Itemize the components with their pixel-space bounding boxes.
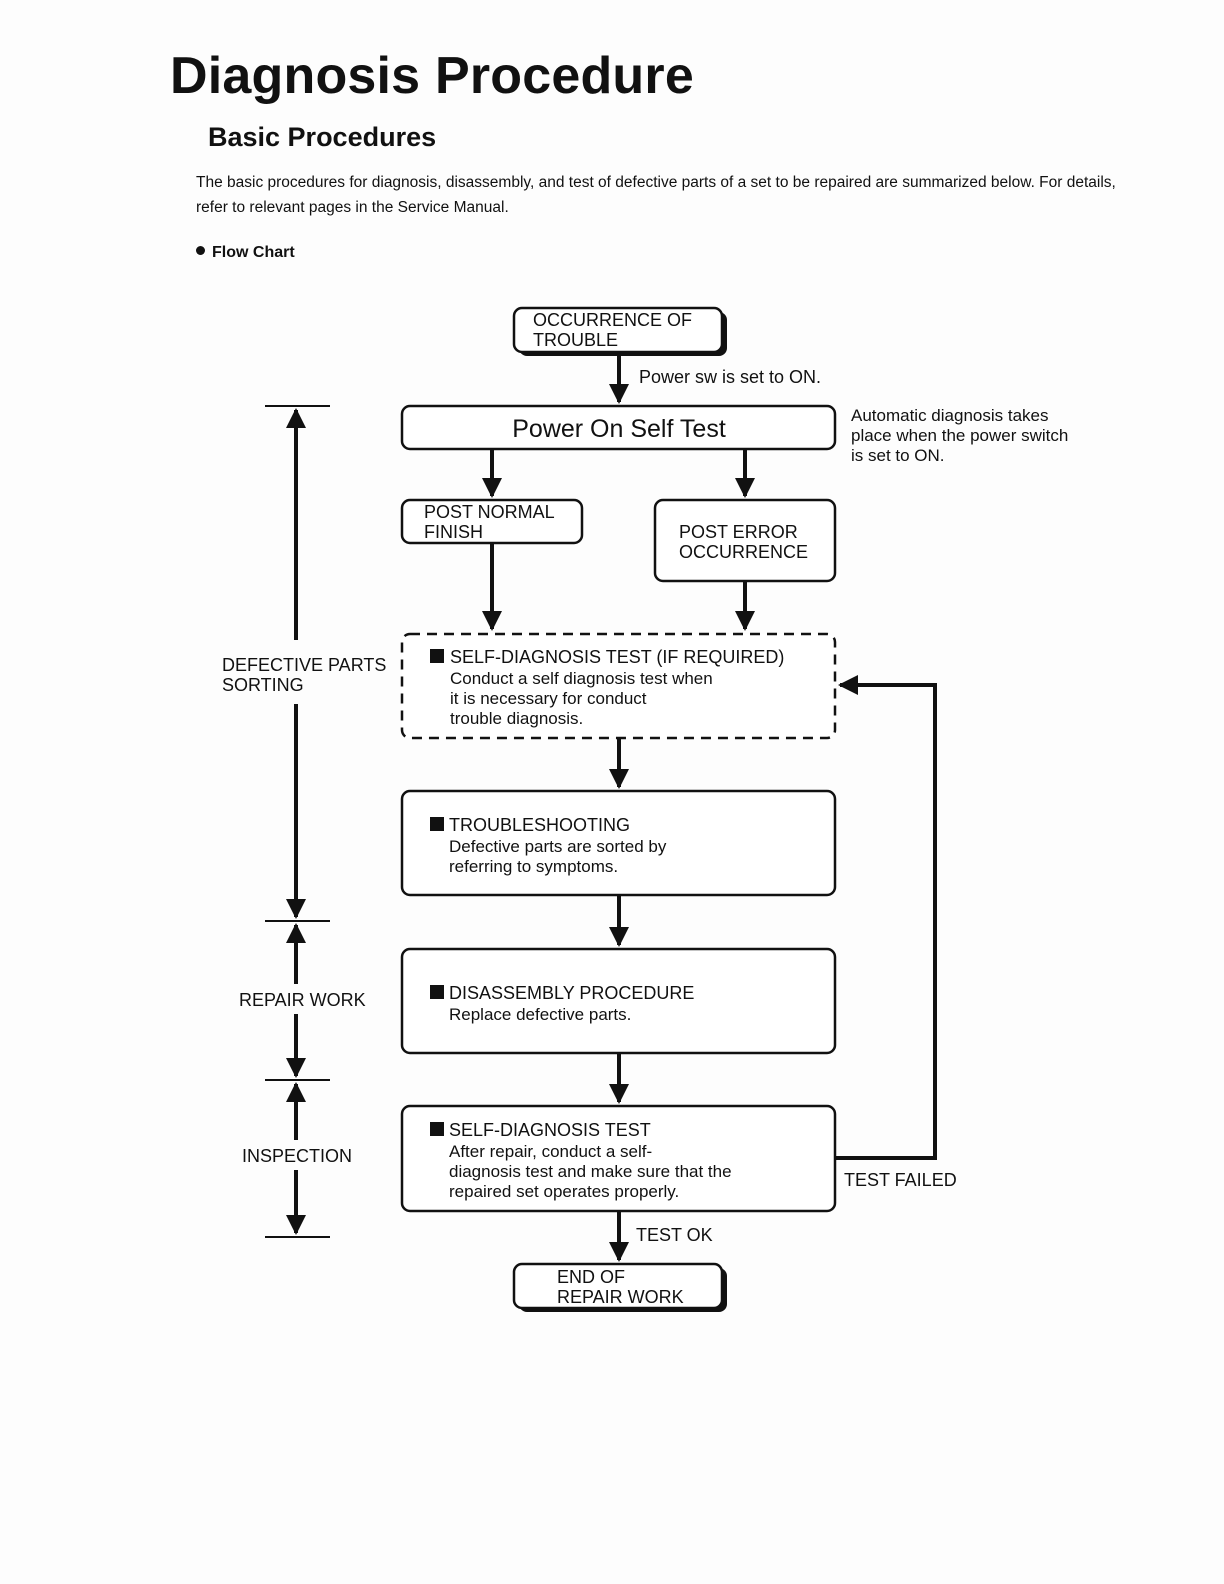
- post-label: Power On Self Test: [512, 415, 726, 443]
- post-normal-finish-node: POST NORMAL FINISH: [400, 498, 584, 545]
- phase-inspection-label: INSPECTION: [242, 1146, 352, 1166]
- test-failed-label: TEST FAILED: [844, 1170, 957, 1190]
- self-diagnosis-required-line-1: Conduct a self diagnosis test when: [450, 669, 713, 688]
- end-of-repair-work-node: END OF REPAIR WORK: [512, 1262, 727, 1312]
- self-diagnosis-test-line-1: After repair, conduct a self-: [449, 1142, 652, 1161]
- self-diagnosis-test-line-3: repaired set operates properly.: [449, 1182, 679, 1201]
- square-bullet-icon: [430, 649, 444, 663]
- phase-defective-line-1: DEFECTIVE PARTS: [222, 655, 386, 675]
- self-diagnosis-required-title: SELF-DIAGNOSIS TEST (IF REQUIRED): [450, 647, 784, 667]
- occurrence-line-2: TROUBLE: [533, 330, 618, 350]
- post-normal-line-2: FINISH: [424, 522, 483, 542]
- power-on-note: Power sw is set to ON.: [639, 367, 821, 387]
- occurrence-line-1: OCCURRENCE OF: [533, 310, 692, 330]
- flow-chart-heading: Flow Chart: [196, 244, 295, 262]
- end-line-1: END OF: [557, 1267, 625, 1287]
- post-error-line-1: POST ERROR: [679, 522, 798, 542]
- square-bullet-icon: [430, 985, 444, 999]
- test-ok-label: TEST OK: [636, 1225, 713, 1245]
- self-diagnosis-required-line-3: trouble diagnosis.: [450, 709, 583, 728]
- square-bullet-icon: [430, 1122, 444, 1136]
- post-error-line-2: OCCURRENCE: [679, 542, 808, 562]
- auto-note-line-2: place when the power switch: [851, 426, 1068, 445]
- post-normal-line-1: POST NORMAL: [424, 502, 555, 522]
- page-title: Diagnosis Procedure: [170, 47, 694, 105]
- disassembly-line-1: Replace defective parts.: [449, 1005, 631, 1024]
- post-node: Power On Self Test: [400, 404, 837, 451]
- phase-repair-label: REPAIR WORK: [239, 990, 366, 1010]
- troubleshooting-line-1: Defective parts are sorted by: [449, 837, 667, 856]
- square-bullet-icon: [430, 817, 444, 831]
- self-diagnosis-test-node: SELF-DIAGNOSIS TEST After repair, conduc…: [400, 1104, 837, 1213]
- flow-chart-label: Flow Chart: [212, 244, 295, 261]
- troubleshooting-line-2: referring to symptoms.: [449, 857, 618, 876]
- troubleshooting-title: TROUBLESHOOTING: [449, 815, 630, 835]
- auto-note-line-1: Automatic diagnosis takes: [851, 406, 1049, 425]
- section-title: Basic Procedures: [208, 122, 437, 152]
- troubleshooting-node: TROUBLESHOOTING Defective parts are sort…: [400, 789, 837, 897]
- self-diagnosis-test-line-2: diagnosis test and make sure that the: [449, 1162, 732, 1181]
- disassembly-procedure-node: DISASSEMBLY PROCEDURE Replace defective …: [400, 947, 837, 1055]
- arrow-test-failed-loop: [835, 675, 937, 1160]
- phase-brackets: DEFECTIVE PARTS SORTING REPAIR WORK INSP…: [222, 405, 386, 1238]
- post-error-occurrence-node: POST ERROR OCCURRENCE: [653, 498, 837, 583]
- occurrence-of-trouble-node: OCCURRENCE OF TROUBLE: [512, 306, 727, 356]
- intro-paragraph: The basic procedures for diagnosis, disa…: [196, 174, 1116, 216]
- self-diagnosis-required-node: SELF-DIAGNOSIS TEST (IF REQUIRED) Conduc…: [400, 632, 837, 740]
- phase-defective-line-2: SORTING: [222, 675, 304, 695]
- self-diagnosis-required-line-2: it is necessary for conduct: [450, 689, 647, 708]
- auto-note-line-3: is set to ON.: [851, 446, 945, 465]
- end-line-2: REPAIR WORK: [557, 1287, 684, 1307]
- self-diagnosis-test-title: SELF-DIAGNOSIS TEST: [449, 1120, 651, 1140]
- bullet-icon: [196, 246, 205, 255]
- disassembly-title: DISASSEMBLY PROCEDURE: [449, 983, 694, 1003]
